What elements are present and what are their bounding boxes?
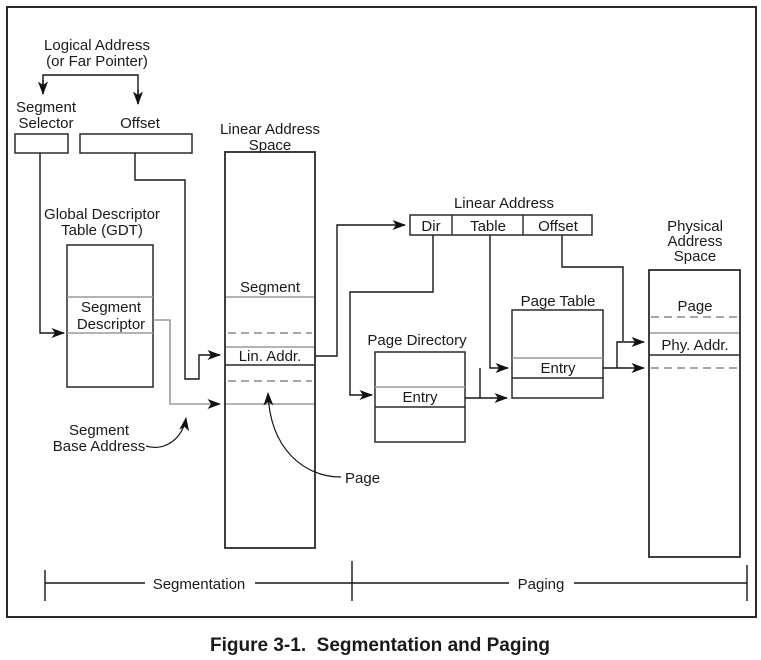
pt-entry-label: Entry (540, 360, 576, 377)
connector-dir-to-page-directory (349, 235, 434, 400)
segment-base-address-pointer-arrow (145, 417, 190, 448)
gdt-box (66, 244, 154, 388)
page-directory-title: Page Directory (367, 332, 467, 349)
segmentation-bracket-label: Segmentation (153, 576, 246, 593)
logical-address-label-line2: (or Far Pointer) (46, 53, 148, 70)
segment-descriptor-label-line2: Descriptor (77, 316, 145, 333)
logical-address-label-line1: Logical Address (44, 37, 150, 54)
las-segment-row-label: Segment (240, 279, 301, 296)
gdt-title-line2: Table (GDT) (61, 222, 143, 239)
las-lin-addr-row-label: Lin. Addr. (239, 348, 302, 365)
segment-descriptor-label-line1: Segment (81, 299, 142, 316)
pas-phy-addr-row-label: Phy. Addr. (661, 337, 728, 354)
linear-address-box (409, 214, 593, 236)
linear-address-space-label-line1: Linear Address (220, 121, 320, 138)
la-table-cell: Table (470, 218, 506, 235)
connector-table-to-page-table (489, 235, 509, 373)
page-pointer-label: Page (345, 470, 380, 487)
la-offset-cell: Offset (538, 218, 579, 235)
connector-pt-entry-to-phy-addr (603, 337, 645, 369)
page-directory-box (374, 351, 466, 443)
offset-label: Offset (120, 115, 161, 132)
figure-border (6, 6, 757, 618)
figure-caption: Figure 3-1. Segmentation and Paging (210, 635, 550, 656)
segment-selector-label-line1: Segment (16, 99, 77, 116)
physical-address-space-label-line3: Space (674, 248, 717, 265)
linear-address-title: Linear Address (454, 195, 554, 212)
page-table-box (511, 309, 604, 399)
linear-address-space-box (224, 151, 316, 549)
connector-offset-to-lin-addr (134, 153, 221, 380)
connector-offset-field-to-physical (561, 235, 624, 341)
connector-lin-addr-to-linear-address (315, 220, 406, 357)
connector-segment-base-address (153, 319, 221, 409)
physical-address-space-label-line1: Physical (667, 218, 723, 235)
connector-selector-to-gdt (39, 153, 65, 338)
segment-selector-box (14, 133, 69, 154)
segment-base-address-label-line2: Base Address (53, 438, 146, 455)
segment-selector-label-line2: Selector (18, 115, 73, 132)
physical-address-space-label-line2: Address (667, 233, 722, 250)
paging-bracket-label: Paging (518, 576, 565, 593)
la-dir-cell: Dir (421, 218, 440, 235)
pas-page-row-label: Page (677, 298, 712, 315)
physical-address-space-box (648, 269, 741, 558)
gdt-title-line1: Global Descriptor (44, 206, 160, 223)
page-pointer-arrow (263, 392, 342, 478)
offset-box (79, 133, 193, 154)
pd-entry-label: Entry (402, 389, 438, 406)
linear-address-space-label-line2: Space (249, 137, 292, 154)
page-table-title: Page Table (521, 293, 596, 310)
segment-base-address-label-line1: Segment (69, 422, 130, 439)
